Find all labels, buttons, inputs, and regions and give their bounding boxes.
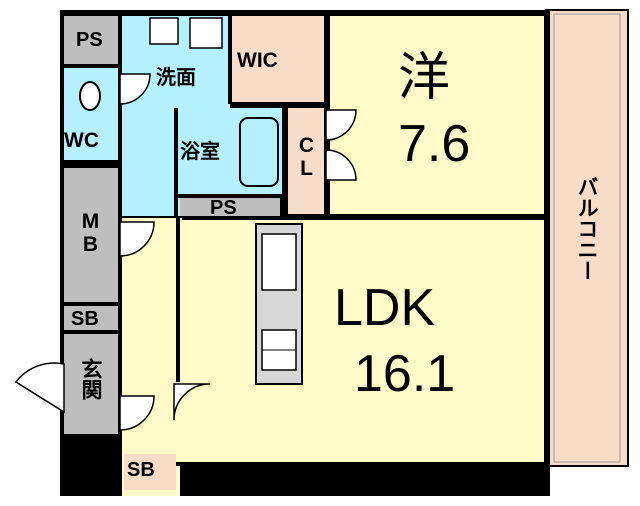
- interior-walls: [60, 10, 548, 466]
- ldk-floor: [180, 220, 544, 464]
- toilet: [79, 81, 101, 111]
- door-swings: [14, 73, 357, 431]
- ldk-size: 16.1: [354, 345, 456, 403]
- washbasin-right: [189, 17, 223, 49]
- mb-label: MB: [79, 210, 102, 256]
- closet-floor: [288, 108, 326, 214]
- washbasin-left: [149, 17, 179, 45]
- sb-bottom-label: SB: [127, 459, 155, 481]
- entrance-box: [64, 334, 118, 434]
- washroom-label: 洗面: [156, 67, 196, 89]
- balcony-label: バルコニー: [575, 176, 598, 281]
- closet-label: CL: [295, 134, 318, 180]
- ps-mid-box: [180, 196, 280, 216]
- sb-mid-box: [64, 306, 118, 330]
- balcony-area: [545, 9, 629, 467]
- wic-label: WIC: [237, 49, 278, 72]
- ps-mid-label: PS: [210, 197, 237, 219]
- sb-bottom-box: [124, 454, 176, 490]
- ldk-name: LDK: [334, 279, 436, 337]
- western-room-floor: [330, 16, 544, 214]
- wc-label: WC: [64, 129, 99, 152]
- western-room-name: 洋: [398, 49, 451, 107]
- bathtub: [239, 117, 279, 187]
- kitchen-sink: [261, 233, 297, 291]
- mb-box: [64, 168, 118, 302]
- ps-top-label: PS: [76, 29, 103, 51]
- western-room-size: 7.6: [398, 115, 471, 173]
- entrance-label: 玄関: [79, 358, 102, 400]
- sb-mid-label: SB: [71, 308, 99, 330]
- wic-floor: [232, 16, 326, 102]
- balcony-inner-line: [553, 13, 621, 463]
- bathroom-label: 浴室: [180, 141, 220, 163]
- ps-top-box: [64, 16, 118, 64]
